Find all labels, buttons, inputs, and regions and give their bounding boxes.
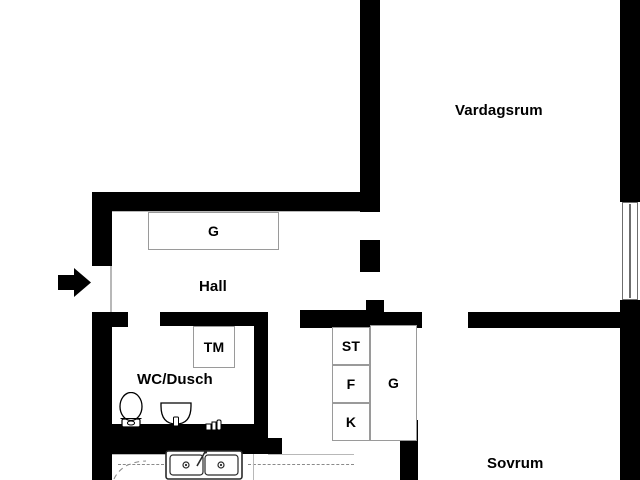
wall-wc-top-left-nub	[112, 312, 128, 327]
unit-washing-machine: TM	[193, 326, 235, 368]
unit-hall-wardrobe: G	[148, 212, 279, 250]
counter-edge-kitchen	[253, 454, 254, 480]
wall-kitchen-column-top-left	[300, 310, 368, 328]
wall-kitchen-column-top-right	[384, 312, 422, 328]
wall-vertical-center-stub	[360, 240, 380, 272]
kitchen-sink-icon	[165, 450, 243, 480]
unit-storage: ST	[332, 327, 370, 365]
wall-outer-left	[92, 312, 112, 480]
wall-kitchen-top	[92, 438, 282, 454]
counter-line-kitchen-left	[112, 454, 170, 455]
room-label-wc-dusch: WC/Dusch	[137, 371, 213, 388]
unit-washing-machine-label: TM	[203, 339, 225, 355]
counter-dash-line-left	[118, 464, 164, 465]
wall-sovrum-top	[468, 312, 620, 328]
construction-line-hall-top	[112, 211, 360, 212]
room-label-sovrum: Sovrum	[487, 455, 544, 472]
counter-line-kitchen-right	[268, 454, 354, 455]
wall-outer-right-upper	[620, 0, 640, 202]
wall-outer-right-lower	[620, 300, 640, 480]
unit-hall-wardrobe-label: G	[207, 223, 220, 239]
unit-kitchen-wardrobe-label: G	[387, 375, 400, 391]
unit-freezer-label: F	[346, 376, 356, 392]
entrance-arrow-icon	[58, 268, 92, 298]
wall-wc-right	[254, 312, 268, 439]
counter-dash-line-right	[248, 464, 354, 465]
shower-fitting-icon	[205, 418, 225, 431]
washbasin-icon	[159, 400, 193, 428]
window-mullion	[629, 204, 631, 298]
room-label-hall: Hall	[199, 278, 227, 295]
unit-kitchen-wardrobe: G	[370, 325, 417, 441]
wall-vertical-center-top	[360, 0, 380, 192]
wall-hall-top	[92, 192, 380, 212]
unit-fridge: K	[332, 403, 370, 441]
toilet-icon	[117, 391, 145, 428]
unit-freezer: F	[332, 365, 370, 403]
unit-fridge-label: K	[345, 414, 357, 430]
unit-storage-label: ST	[341, 338, 361, 354]
wall-wc-bottom	[112, 424, 268, 438]
wall-hall-left-upper	[92, 192, 112, 266]
door-jamb-entrance	[110, 266, 112, 312]
kitchen-corner-guide	[113, 460, 147, 480]
wall-wc-top	[160, 312, 268, 326]
room-label-vardagsrum: Vardagsrum	[455, 102, 543, 119]
